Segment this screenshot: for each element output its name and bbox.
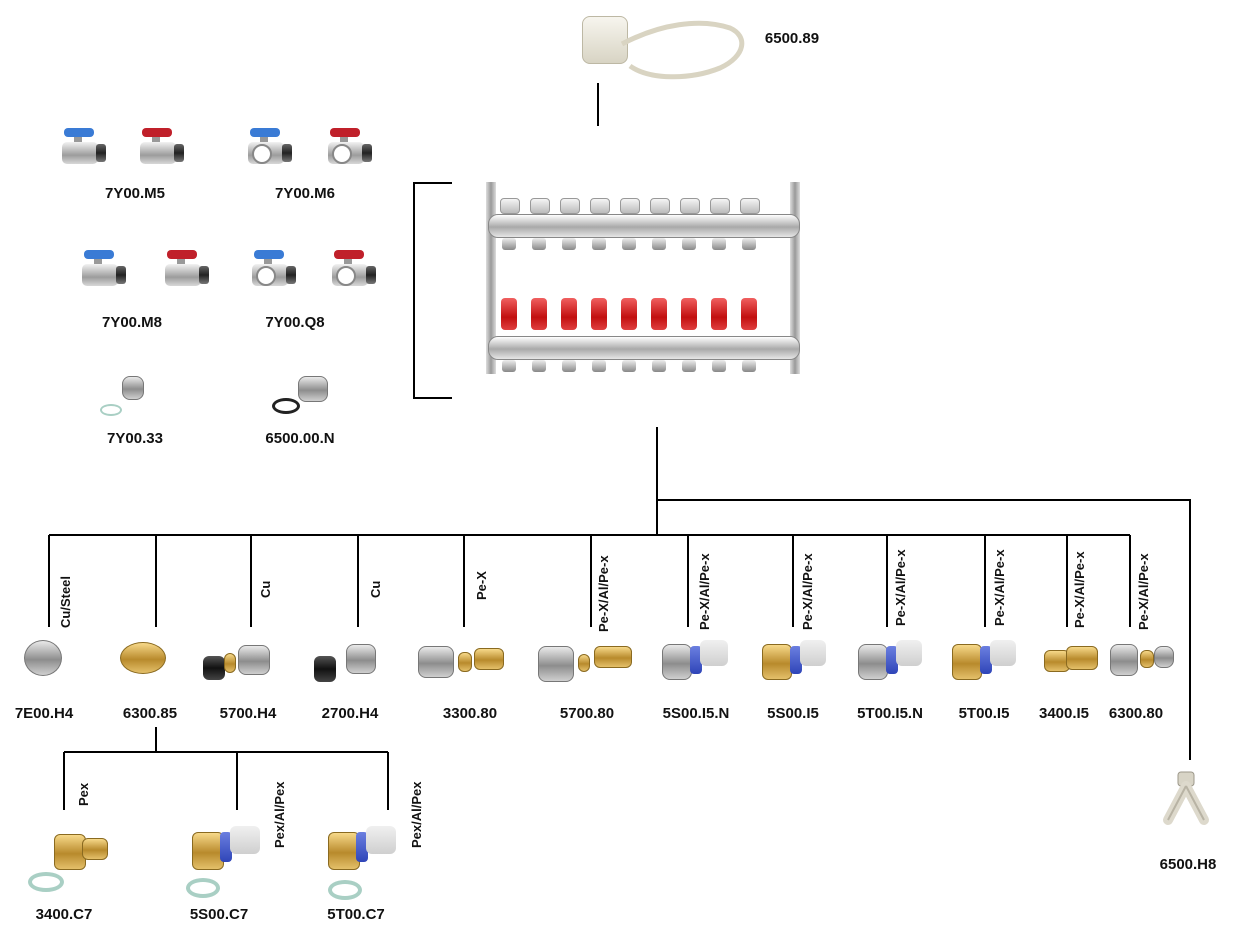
label-5s00-i5-n: Pe-X/Al/Pe-x — [697, 553, 712, 630]
y-branch-adapter-icon — [1163, 771, 1209, 825]
code-6300-80: 6300.80 — [1108, 705, 1164, 722]
angle-valve-red-icon — [163, 250, 211, 290]
ball-valve-blue-icon — [60, 128, 108, 168]
code-7y00-q8: 7Y00.Q8 — [265, 314, 325, 331]
label-5t00-c7: Pex/Al/Pex — [409, 781, 424, 849]
code-5s00-i5-n: 5S00.I5.N — [662, 705, 730, 722]
code-5700-80: 5700.80 — [559, 705, 615, 722]
gauge-valve-blue-icon — [246, 128, 294, 168]
thermal-actuator-icon — [582, 16, 628, 64]
code-3400-i5: 3400.I5 — [1038, 705, 1090, 722]
code-5s00-i5: 5S00.I5 — [767, 705, 819, 722]
code-7y00-33: 7Y00.33 — [107, 430, 163, 447]
actuator-code: 6500.89 — [764, 30, 820, 47]
label-5t00-i5-n: Pe-X/Al/Pe-x — [893, 549, 908, 626]
code-5700-h4: 5700.H4 — [219, 705, 277, 722]
label-3300-80: Pe-X — [474, 571, 489, 600]
code-2700-h4: 2700.H4 — [321, 705, 379, 722]
stainless-manifold-icon — [478, 178, 823, 383]
code-6500-h8: 6500.H8 — [1159, 856, 1217, 873]
label-5700-h4: Cu — [258, 580, 273, 598]
code-6300-85: 6300.85 — [122, 705, 178, 722]
label-5700-80: Pe-X/Al/Pe-x — [596, 555, 611, 632]
label-5t00-i5: Pe-X/Al/Pe-x — [992, 549, 1007, 626]
label-5s00-c7: Pex/Al/Pex — [272, 781, 287, 849]
seal-ring-icon — [100, 404, 122, 416]
angle-gauge-valve-red-icon — [330, 250, 378, 290]
label-6300-80: Pe-X/Al/Pe-x — [1136, 553, 1151, 630]
label-3400-c7: Pex — [76, 782, 91, 806]
code-7y00-m8: 7Y00.M8 — [101, 314, 163, 331]
code-5t00-i5: 5T00.I5 — [958, 705, 1010, 722]
code-6500-00-n: 6500.00.N — [265, 430, 335, 447]
angle-gauge-valve-blue-icon — [250, 250, 298, 290]
angle-valve-blue-icon — [80, 250, 128, 290]
code-3400-c7: 3400.C7 — [35, 906, 93, 923]
code-5s00-c7: 5S00.C7 — [189, 906, 249, 923]
code-5t00-i5-n: 5T00.I5.N — [857, 705, 923, 722]
label-7e00-h4: Cu/Steel — [58, 575, 73, 628]
adapter-icon — [122, 376, 144, 400]
adapter-icon — [298, 376, 328, 402]
code-7y00-m5: 7Y00.M5 — [104, 185, 166, 202]
code-7e00-h4: 7E00.H4 — [14, 705, 74, 722]
code-7y00-m6: 7Y00.M6 — [274, 185, 336, 202]
union-nut-icon — [24, 640, 62, 676]
label-5s00-i5: Pe-X/Al/Pe-x — [800, 553, 815, 630]
code-3300-80: 3300.80 — [442, 705, 498, 722]
actuator-cable-icon — [620, 20, 745, 80]
label-3400-i5: Pe-X/Al/Pe-x — [1072, 551, 1087, 628]
ball-valve-red-icon — [138, 128, 186, 168]
label-2700-h4: Cu — [368, 580, 383, 598]
gauge-valve-red-icon — [326, 128, 374, 168]
code-5t00-c7: 5T00.C7 — [327, 906, 385, 923]
brass-washer-icon — [120, 642, 166, 674]
o-ring-icon — [272, 398, 300, 414]
